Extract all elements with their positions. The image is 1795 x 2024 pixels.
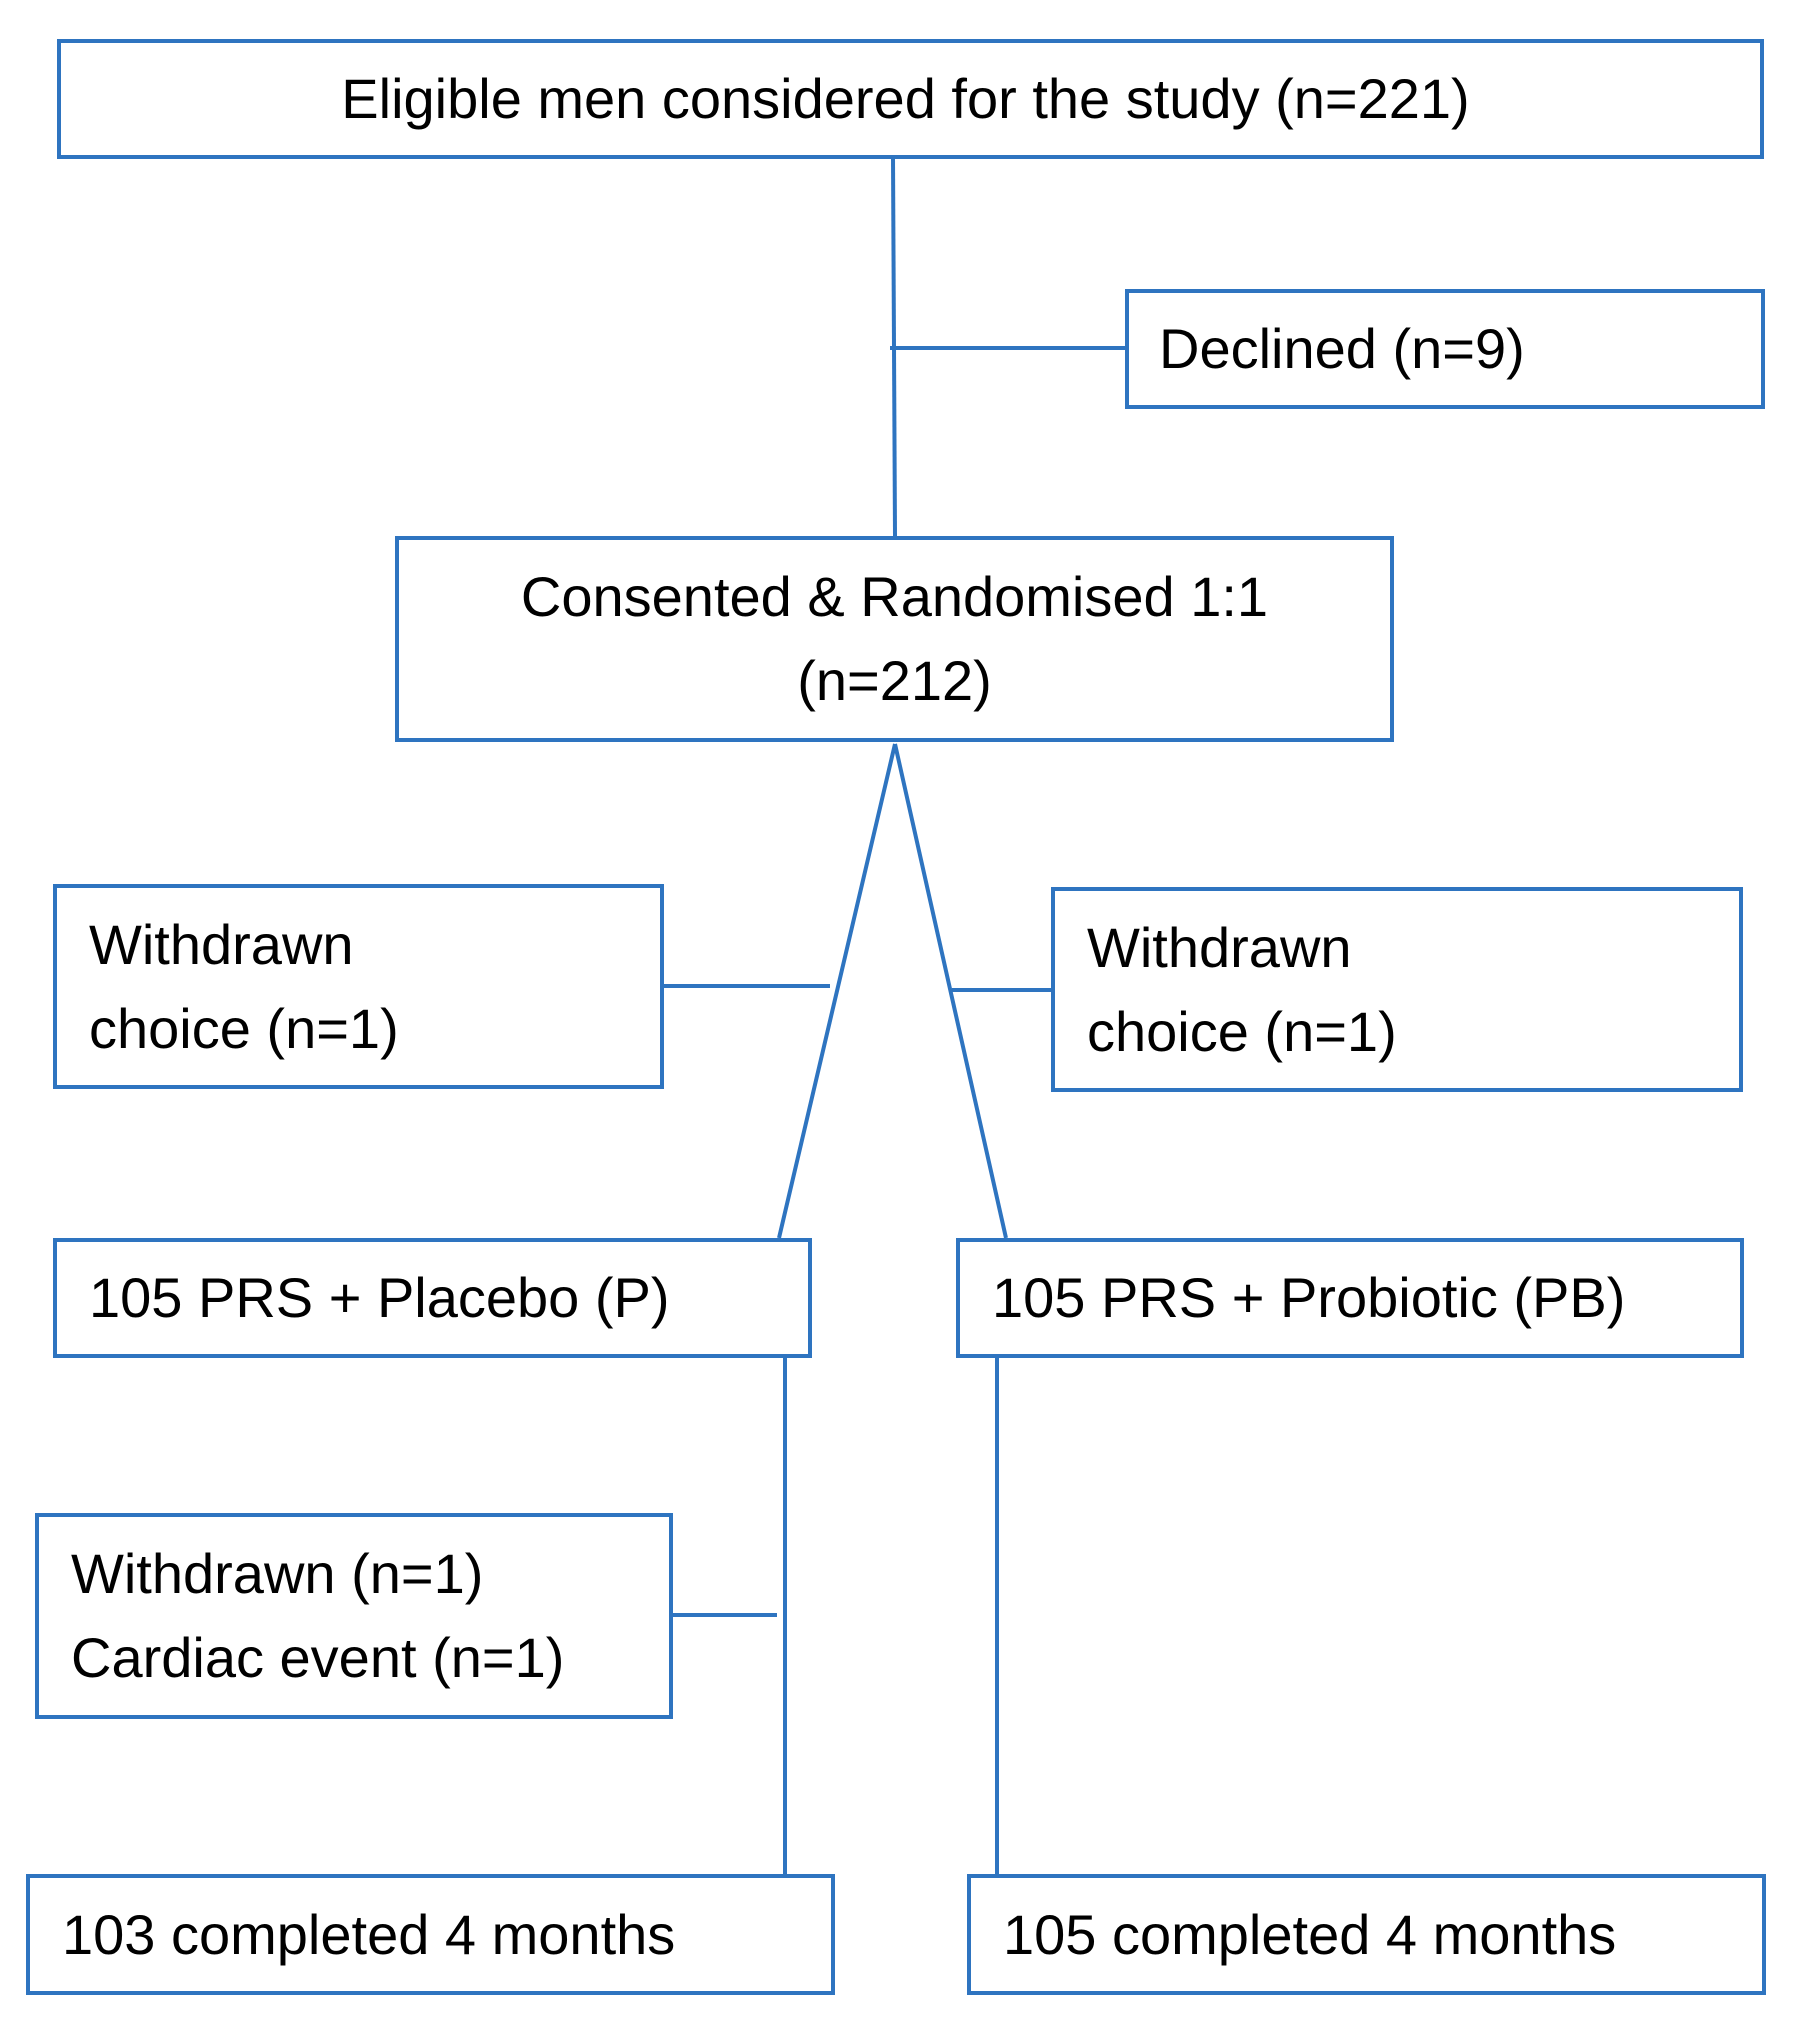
box-declined: Declined (n=9) bbox=[1125, 289, 1765, 409]
box-withdrawn-right: Withdrawn choice (n=1) bbox=[1051, 887, 1743, 1092]
box-eligible: Eligible men considered for the study (n… bbox=[57, 39, 1764, 159]
box-withdrawn-left-line-2: choice (n=1) bbox=[89, 996, 399, 1060]
box-withdrawn-right-line-1: Withdrawn bbox=[1087, 915, 1352, 979]
box-placebo-line-1: 105 PRS + Placebo (P) bbox=[89, 1266, 670, 1329]
connector-branch-placebo bbox=[777, 743, 897, 1239]
box-eligible-line-1: Eligible men considered for the study (n… bbox=[341, 67, 1470, 130]
box-declined-line-1: Declined (n=9) bbox=[1159, 317, 1525, 380]
connector-branch-probiotic bbox=[893, 743, 1008, 1239]
box-probiotic: 105 PRS + Probiotic (PB) bbox=[956, 1238, 1744, 1358]
box-withdrawn-left: Withdrawn choice (n=1) bbox=[53, 884, 664, 1089]
box-withdrawn-cardiac: Withdrawn (n=1) Cardiac event (n=1) bbox=[35, 1513, 673, 1719]
box-withdrawn-right-line-2: choice (n=1) bbox=[1087, 999, 1397, 1063]
box-completed-left: 103 completed 4 months bbox=[26, 1874, 835, 1995]
box-completed-right: 105 completed 4 months bbox=[967, 1874, 1766, 1995]
box-randomised-line-2: (n=212) bbox=[797, 649, 992, 712]
box-probiotic-line-1: 105 PRS + Probiotic (PB) bbox=[992, 1266, 1626, 1329]
box-completed-right-line-1: 105 completed 4 months bbox=[1003, 1902, 1617, 1966]
box-withdrawn-cardiac-line-2: Cardiac event (n=1) bbox=[71, 1626, 565, 1689]
box-withdrawn-left-line-1: Withdrawn bbox=[89, 912, 354, 976]
box-completed-left-line-1: 103 completed 4 months bbox=[62, 1902, 676, 1966]
box-placebo: 105 PRS + Placebo (P) bbox=[53, 1238, 812, 1358]
box-randomised: Consented & Randomised 1:1 (n=212) bbox=[395, 536, 1394, 742]
box-withdrawn-cardiac-line-1: Withdrawn (n=1) bbox=[71, 1542, 484, 1605]
box-randomised-line-1: Consented & Randomised 1:1 bbox=[520, 565, 1269, 628]
